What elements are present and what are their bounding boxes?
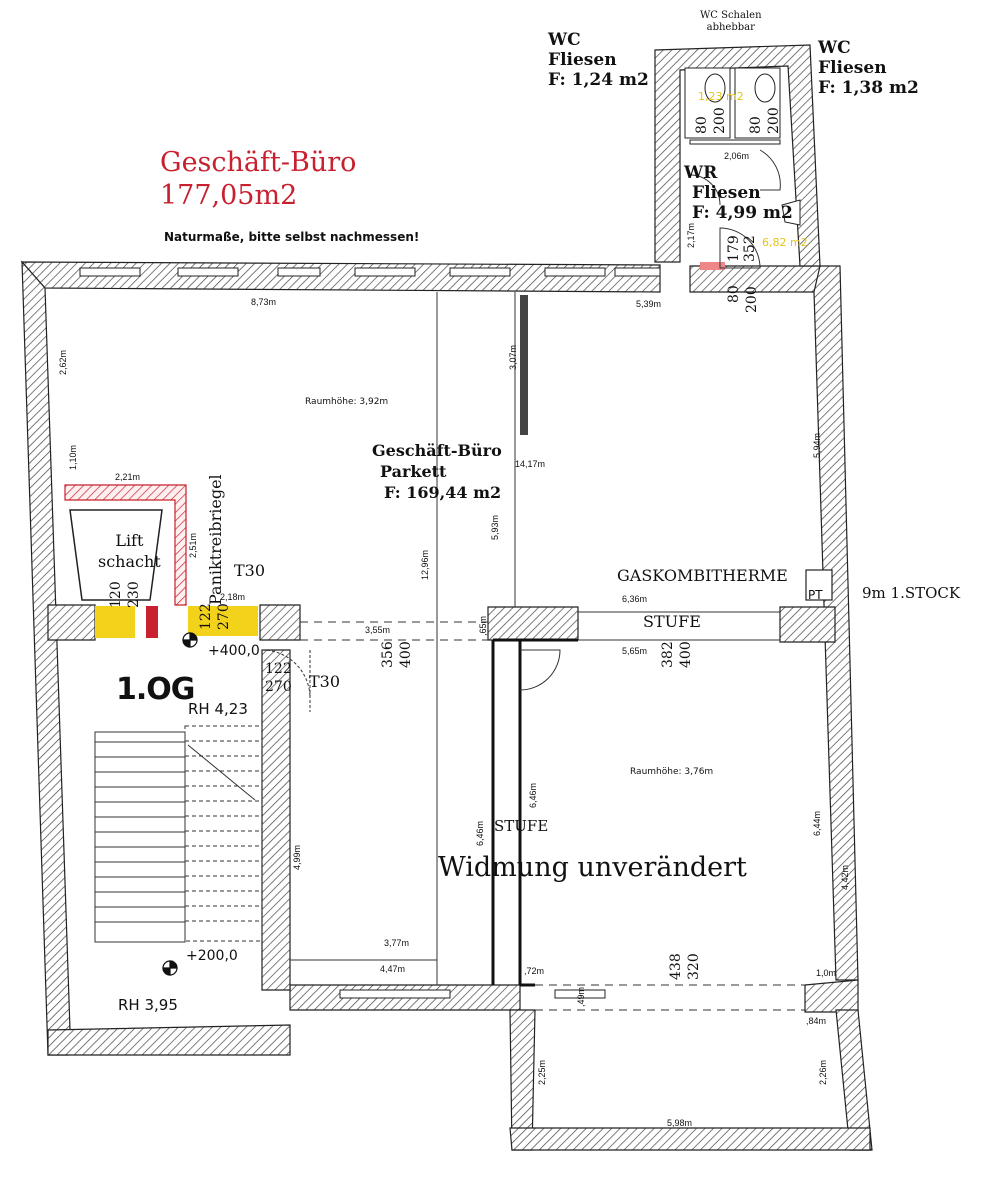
door-lift-height: 230 xyxy=(126,581,142,608)
dim-1-0: 1,0m xyxy=(816,968,837,978)
floor-label: 1.OG xyxy=(116,672,195,707)
panic-bar-label: Paniktreibriegel xyxy=(206,474,225,605)
door-panic-width: 122 xyxy=(198,603,214,630)
dim-14-17: 14,17m xyxy=(515,459,546,469)
gas-boiler xyxy=(805,569,833,601)
dim-2-17: 2,17m xyxy=(686,222,696,248)
level-lower: +200,0 xyxy=(186,948,238,964)
back-room-height: Raumhöhe: 3,76m xyxy=(630,767,714,777)
partition-wall xyxy=(520,295,528,435)
door-wr-height: 352 xyxy=(742,235,758,262)
floor-note: 9m 1.STOCK xyxy=(862,584,961,602)
rh-lower: RH 3,95 xyxy=(118,996,178,1014)
dedication-label: Widmung unverändert xyxy=(438,852,747,883)
lift-shaft xyxy=(69,509,163,601)
dim-1-10: 1,10m xyxy=(68,444,78,470)
door-markers xyxy=(95,262,725,638)
dim-4-99: 4,99m xyxy=(292,844,302,870)
door-wr-width: 179 xyxy=(726,235,742,262)
t30-label-a: T30 xyxy=(234,561,266,580)
opening-width: 356 xyxy=(380,641,396,668)
main-room-height: Raumhöhe: 3,92m xyxy=(305,397,389,407)
dim-2-26: 2,26m xyxy=(818,1059,828,1085)
dim-5-98: 5,98m xyxy=(667,1118,693,1128)
level-marks xyxy=(162,632,198,976)
dim-2-25: 2,25m xyxy=(537,1059,547,1085)
t30-label-b: T30 xyxy=(309,672,341,691)
dim-5-94: 5,94m xyxy=(812,432,822,458)
total-area: 177,05m2 xyxy=(160,180,298,211)
dim-6-46-b: 6,46m xyxy=(475,820,485,846)
dim-6-36: 6,36m xyxy=(622,594,648,604)
dim-6-44: 6,44m xyxy=(812,810,822,836)
door-swings xyxy=(261,149,781,712)
dim-2-51: 2,51m xyxy=(188,532,198,558)
rh-upper: RH 4,23 xyxy=(188,700,248,718)
door-wc-a-height: 200 xyxy=(712,107,728,134)
dim-6-46-a: 6,46m xyxy=(528,782,538,808)
back-opening-height: 320 xyxy=(686,953,702,980)
dim-0-49: ,49m xyxy=(576,986,586,1007)
step-opening-height: 400 xyxy=(678,641,694,668)
dim-2-18: 2,18m xyxy=(220,592,246,602)
door-wc-b-height: 200 xyxy=(766,107,782,134)
staircase xyxy=(94,725,263,943)
dim-5-39: 5,39m xyxy=(636,299,662,309)
dim-5-93: 5,93m xyxy=(490,514,500,540)
opening-height: 400 xyxy=(398,641,414,668)
dim-5-65: 5,65m xyxy=(622,646,648,656)
yellow-area-a: 1,23 m2 xyxy=(698,90,744,103)
back-room-walls xyxy=(491,638,578,987)
interior-lines xyxy=(290,292,805,1011)
door-main-width: 80 xyxy=(726,285,742,303)
dim-2-06: 2,06m xyxy=(724,151,750,161)
door-wc-a-width: 80 xyxy=(694,116,710,134)
door-main-height: 200 xyxy=(744,286,760,313)
dim-12-96: 12,96m xyxy=(420,549,430,580)
door-lift-width: 120 xyxy=(108,581,124,608)
yellow-area-b: 6,82 m2 xyxy=(762,236,808,249)
door-panic-height: 270 xyxy=(216,603,232,630)
dim-2-21: 2,21m xyxy=(115,472,141,482)
gas-boiler-label: GASKOMBITHERME xyxy=(617,566,788,585)
back-opening-width: 438 xyxy=(668,953,684,980)
dim-3-77: 3,77m xyxy=(384,938,410,948)
page-title: Geschäft-Büro xyxy=(160,147,357,178)
dim-3-07: 3,07m xyxy=(508,344,518,370)
dim-0-84: ,84m xyxy=(806,1016,827,1026)
windows-top xyxy=(79,267,661,999)
dim-3-55: 3,55m xyxy=(365,625,391,635)
measure-note: Naturmaße, bitte selbst nachmessen! xyxy=(164,230,420,244)
step-label-2: STUFE xyxy=(494,817,549,835)
step-opening-width: 382 xyxy=(660,641,676,668)
wc-fixtures xyxy=(684,67,801,226)
dim-4-47: 4,47m xyxy=(380,964,406,974)
boiler-mark: PT xyxy=(808,588,823,602)
dim-2-62: 2,62m xyxy=(58,349,68,375)
dim-0-65: ,65m xyxy=(478,615,488,636)
step-label-1: STUFE xyxy=(643,612,701,631)
dim-8-73: 8,73m xyxy=(251,297,277,307)
door-wc-b-width: 80 xyxy=(748,116,764,134)
dim-0-72: ,72m xyxy=(524,966,545,976)
level-upper: +400,0 xyxy=(208,643,260,659)
dim-4-42: 4,42m xyxy=(840,864,850,890)
